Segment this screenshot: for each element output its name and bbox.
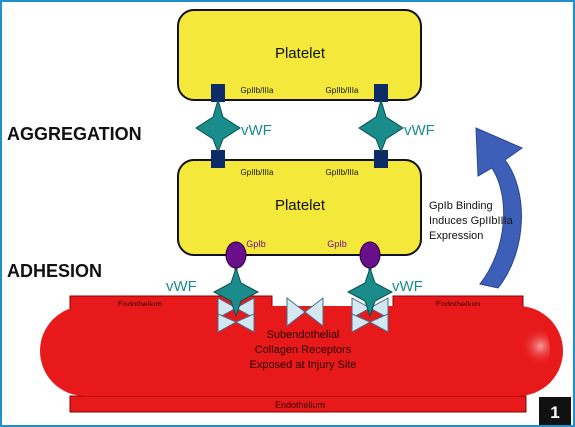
collagen-receptor-left [217, 297, 255, 333]
vwf-aggregation-right-label: vWF [404, 122, 435, 139]
figure-number: 1 [550, 403, 559, 422]
collagen-receptor-center [286, 296, 324, 328]
collagen-receptor-right [351, 297, 389, 333]
subendothelium-vessel [40, 306, 563, 396]
subendothelial-line3: Exposed at Injury Site [249, 359, 356, 371]
arrow-note-line1: GpIb Binding [429, 200, 493, 212]
platelet-top-receptor-right-label: GpIIb/IIIa [326, 86, 359, 95]
platelet-top [177, 9, 422, 101]
platelet-bottom-label: Platelet [275, 197, 326, 214]
adhesion-heading: ADHESION [7, 261, 102, 281]
gpiib-iiia-receptors [211, 84, 388, 168]
vwf-aggregation-right [358, 98, 404, 154]
arrow-note-line2: Induces GpIIbIIIa [429, 215, 514, 227]
aggregation-heading: AGGREGATION [7, 124, 142, 144]
platelet-top-receptor-left-label: GpIIb/IIIa [241, 86, 274, 95]
endothelium-top-left-label: Endothelium [118, 300, 163, 309]
vwf-adhesion-left [212, 266, 260, 318]
platelet-bottom-receptor-left-label: GpIIb/IIIa [241, 168, 274, 177]
vwf-adhesion-right [346, 266, 394, 318]
arrow-note-line3: Expression [429, 230, 483, 242]
subendothelial-line1: Subendothelial [267, 329, 340, 341]
vwf-adhesion-right-label: vWF [392, 278, 423, 295]
vwf-aggregation-left [195, 98, 241, 154]
platelet-bottom [177, 159, 422, 256]
gpib-receptor-right [359, 241, 381, 272]
vessel-highlight [470, 312, 550, 388]
platelet-bottom-receptor-right-label: GpIIb/IIIa [326, 168, 359, 177]
subendothelial-line2: Collagen Receptors [255, 344, 352, 356]
vwf-adhesion-left-label: vWF [166, 278, 197, 295]
figure-number-badge [539, 397, 571, 425]
gpib-left-label: GpIb [246, 239, 266, 249]
vwf-aggregation-left-label: vWF [241, 122, 272, 139]
endothelium-bottom-label: Endothelium [275, 400, 325, 410]
platelet-top-label: Platelet [275, 45, 326, 62]
gpib-right-label: GpIb [327, 239, 347, 249]
curved-arrow-icon [475, 127, 524, 289]
endothelium-top-right-label: Endothelium [436, 300, 481, 309]
